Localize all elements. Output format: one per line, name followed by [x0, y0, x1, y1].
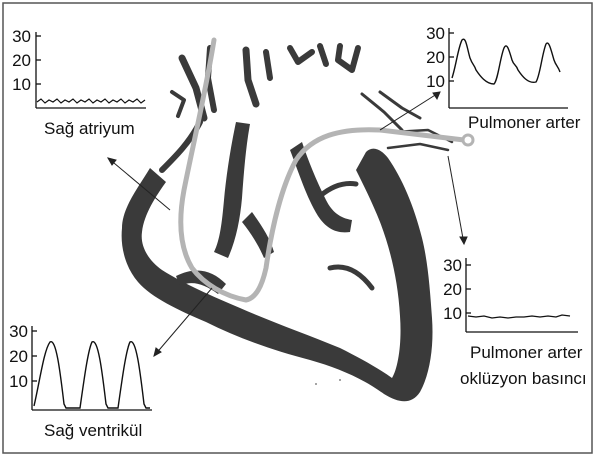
panel-label: Sağ ventrikül [44, 421, 142, 440]
tick-label-10: 10 [426, 72, 445, 91]
tick-label-20: 20 [12, 51, 31, 70]
catheter-balloon-tip [463, 135, 473, 145]
tick-label-30: 30 [426, 24, 445, 43]
panel-label: Pulmoner arter [468, 113, 581, 132]
tick-label-30: 30 [9, 322, 28, 341]
panel-label: Sağ atriyum [44, 119, 135, 138]
tick-label-20: 20 [426, 48, 445, 67]
panel-label-line2: oklüzyon basıncı [460, 369, 587, 388]
tick-label-10: 10 [9, 372, 28, 391]
panel-label-line1: Pulmoner arter [470, 343, 583, 362]
tick-label-10: 10 [443, 304, 462, 323]
tick-label-10: 10 [12, 75, 31, 94]
tick-label-30: 30 [443, 256, 462, 275]
tick-label-20: 20 [9, 347, 28, 366]
tick-label-30: 30 [12, 27, 31, 46]
speck [315, 383, 317, 385]
tick-label-20: 20 [443, 280, 462, 299]
speck [339, 379, 341, 381]
